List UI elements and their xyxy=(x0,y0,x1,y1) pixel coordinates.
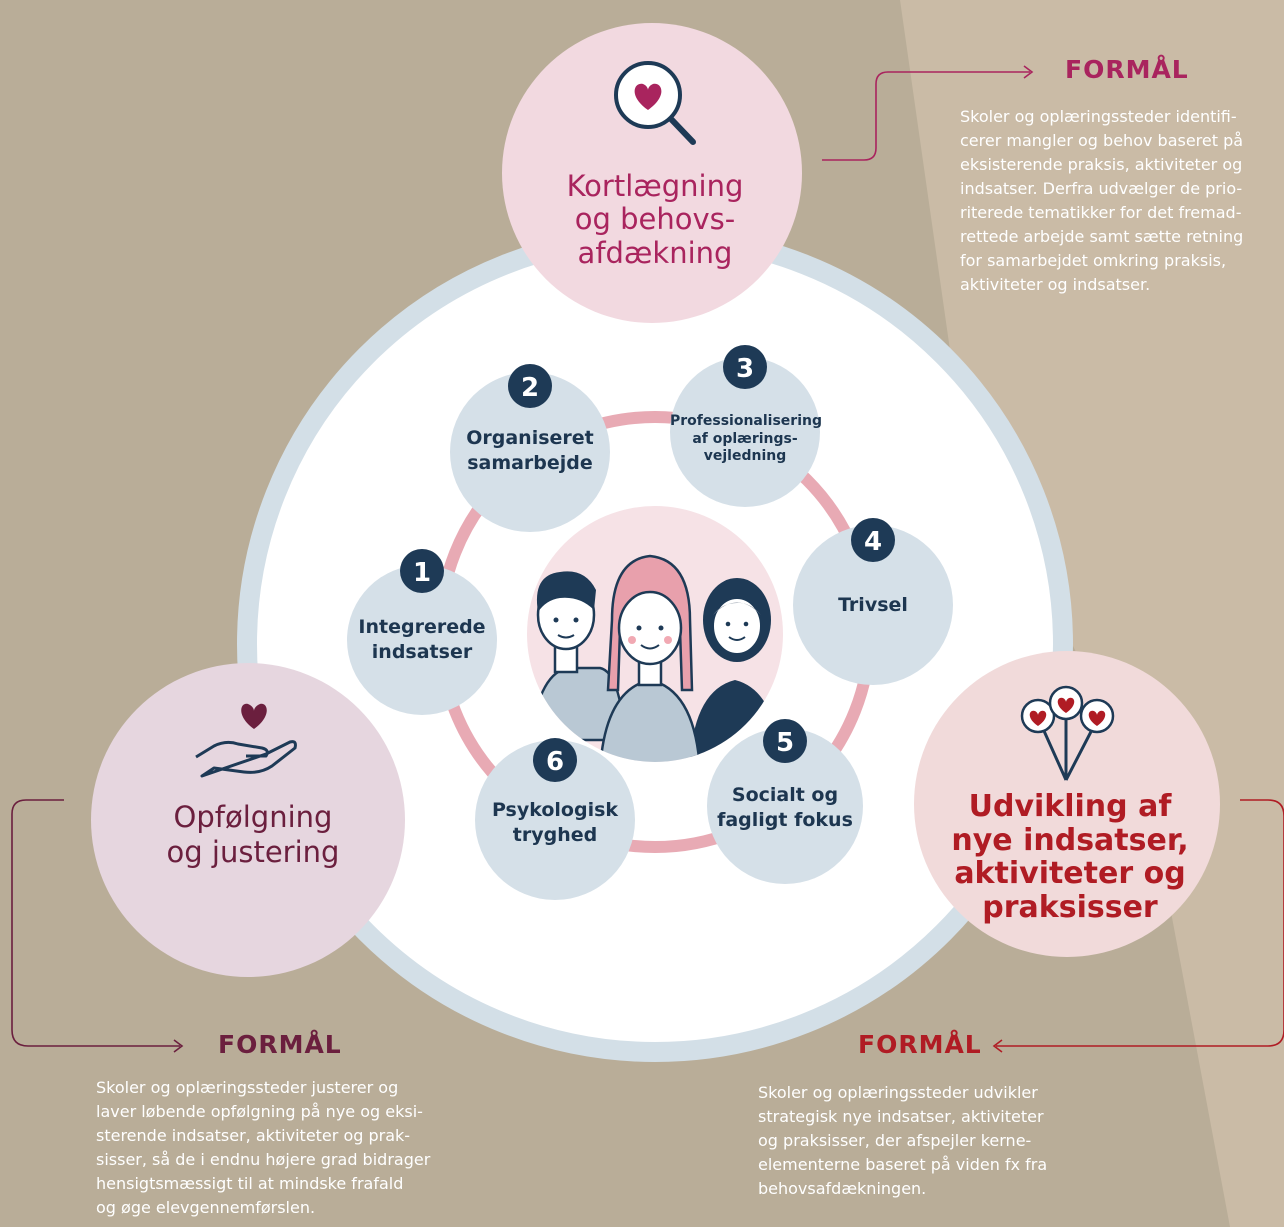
hijab-mouth xyxy=(728,636,746,641)
formal-heading-right: FORMÅL xyxy=(858,1030,982,1059)
hand-heart-icon xyxy=(195,703,297,778)
formal-heading-left: FORMÅL xyxy=(218,1030,342,1059)
girl-eye xyxy=(658,625,664,631)
boy-eye xyxy=(553,617,559,623)
theme-node-label-4: Trivsel xyxy=(838,594,908,616)
arrow-right xyxy=(996,799,1284,1047)
heart-shape xyxy=(634,83,662,110)
magnifier-heart-icon xyxy=(614,61,696,145)
theme-node-badge xyxy=(533,738,577,782)
theme-node-2[interactable]: 2 xyxy=(450,364,610,532)
theme-node-badge xyxy=(851,518,895,562)
formal-text-left: Skoler og oplæringssteder justerer og la… xyxy=(96,1078,431,1217)
theme-node-3[interactable]: 3 xyxy=(670,345,820,507)
hijab-eye xyxy=(743,621,749,627)
theme-node-badge xyxy=(763,719,807,763)
girl-cheek xyxy=(664,636,672,644)
girl-bangs xyxy=(616,571,684,612)
theme-node-6[interactable]: 6 xyxy=(475,738,635,900)
hijab-face xyxy=(712,597,762,655)
theme-node-number: 6 xyxy=(546,747,564,777)
phase-title-right: Udvikling af nye indsatser, aktiviteter … xyxy=(951,789,1189,925)
theme-node-badge xyxy=(723,345,767,389)
theme-node-number: 4 xyxy=(864,527,882,557)
theme-node-label-5: Socialt og fagligt fokus xyxy=(717,784,853,831)
theme-node-label-1: Integrerede indsatser xyxy=(358,616,486,663)
girl-eye xyxy=(636,625,642,631)
theme-node-circle xyxy=(670,357,820,507)
theme-node-4[interactable]: 4 xyxy=(793,518,953,685)
theme-node-badge xyxy=(508,364,552,408)
hand-outline xyxy=(195,740,297,778)
boy-eye xyxy=(573,617,579,623)
heart-shape xyxy=(1057,697,1075,713)
theme-node-circle xyxy=(707,728,863,884)
formal-heading-top: FORMÅL xyxy=(1065,55,1189,84)
magnifier-handle xyxy=(668,116,696,145)
theme-node-circle xyxy=(475,740,635,900)
girl-mouth xyxy=(640,644,660,650)
hijab-eye xyxy=(725,621,731,627)
theme-node-number: 5 xyxy=(776,728,794,758)
phase-circle-right xyxy=(914,651,1220,957)
arrow-top-head xyxy=(1023,65,1034,79)
arrow-right-head xyxy=(992,1039,1003,1053)
theme-node-circle xyxy=(450,372,610,532)
boy-mouth xyxy=(557,634,575,639)
theme-node-label-6: Psykologisk tryghed xyxy=(491,799,619,846)
hijab-hair xyxy=(713,602,761,615)
girl-cheek xyxy=(628,636,636,644)
phase-circle-left xyxy=(91,663,405,977)
theme-node-number: 1 xyxy=(413,558,431,588)
phase-circle-top xyxy=(502,23,802,323)
heart-flowers-icon xyxy=(1020,685,1115,781)
theme-node-number: 3 xyxy=(736,354,754,384)
heart-shape xyxy=(1088,710,1106,726)
formal-text-right: Skoler og oplæringssteder udvikler strat… xyxy=(758,1083,1048,1198)
formal-text-top: Skoler og oplæringssteder identifi- cere… xyxy=(960,107,1244,294)
theme-node-badge xyxy=(400,549,444,593)
boy-hair xyxy=(536,571,596,612)
background-light-panel xyxy=(900,0,1284,1227)
phase-title-top: Kortlægning og behovs- afdækning xyxy=(566,169,744,270)
arrow-left xyxy=(11,799,180,1047)
heart-shape xyxy=(241,703,267,729)
phase-title-left: Opfølgning og justering xyxy=(166,800,340,869)
theme-node-circle xyxy=(347,565,497,715)
theme-node-label-2: Organiseret samarbejde xyxy=(466,427,594,474)
girl-face xyxy=(617,590,683,666)
arrow-top xyxy=(822,71,1030,161)
heart-shape xyxy=(1029,710,1047,726)
flower-hearts xyxy=(1029,697,1106,726)
students-illustration-icon xyxy=(527,506,783,762)
theme-node-5[interactable]: 5 xyxy=(707,719,863,884)
arrow-left-head xyxy=(173,1039,184,1053)
theme-node-1[interactable]: 1 xyxy=(347,549,497,715)
theme-node-label-3: Professionalisering af oplærings- vejled… xyxy=(670,413,822,464)
theme-node-circle xyxy=(793,525,953,685)
theme-node-number: 2 xyxy=(521,373,539,403)
